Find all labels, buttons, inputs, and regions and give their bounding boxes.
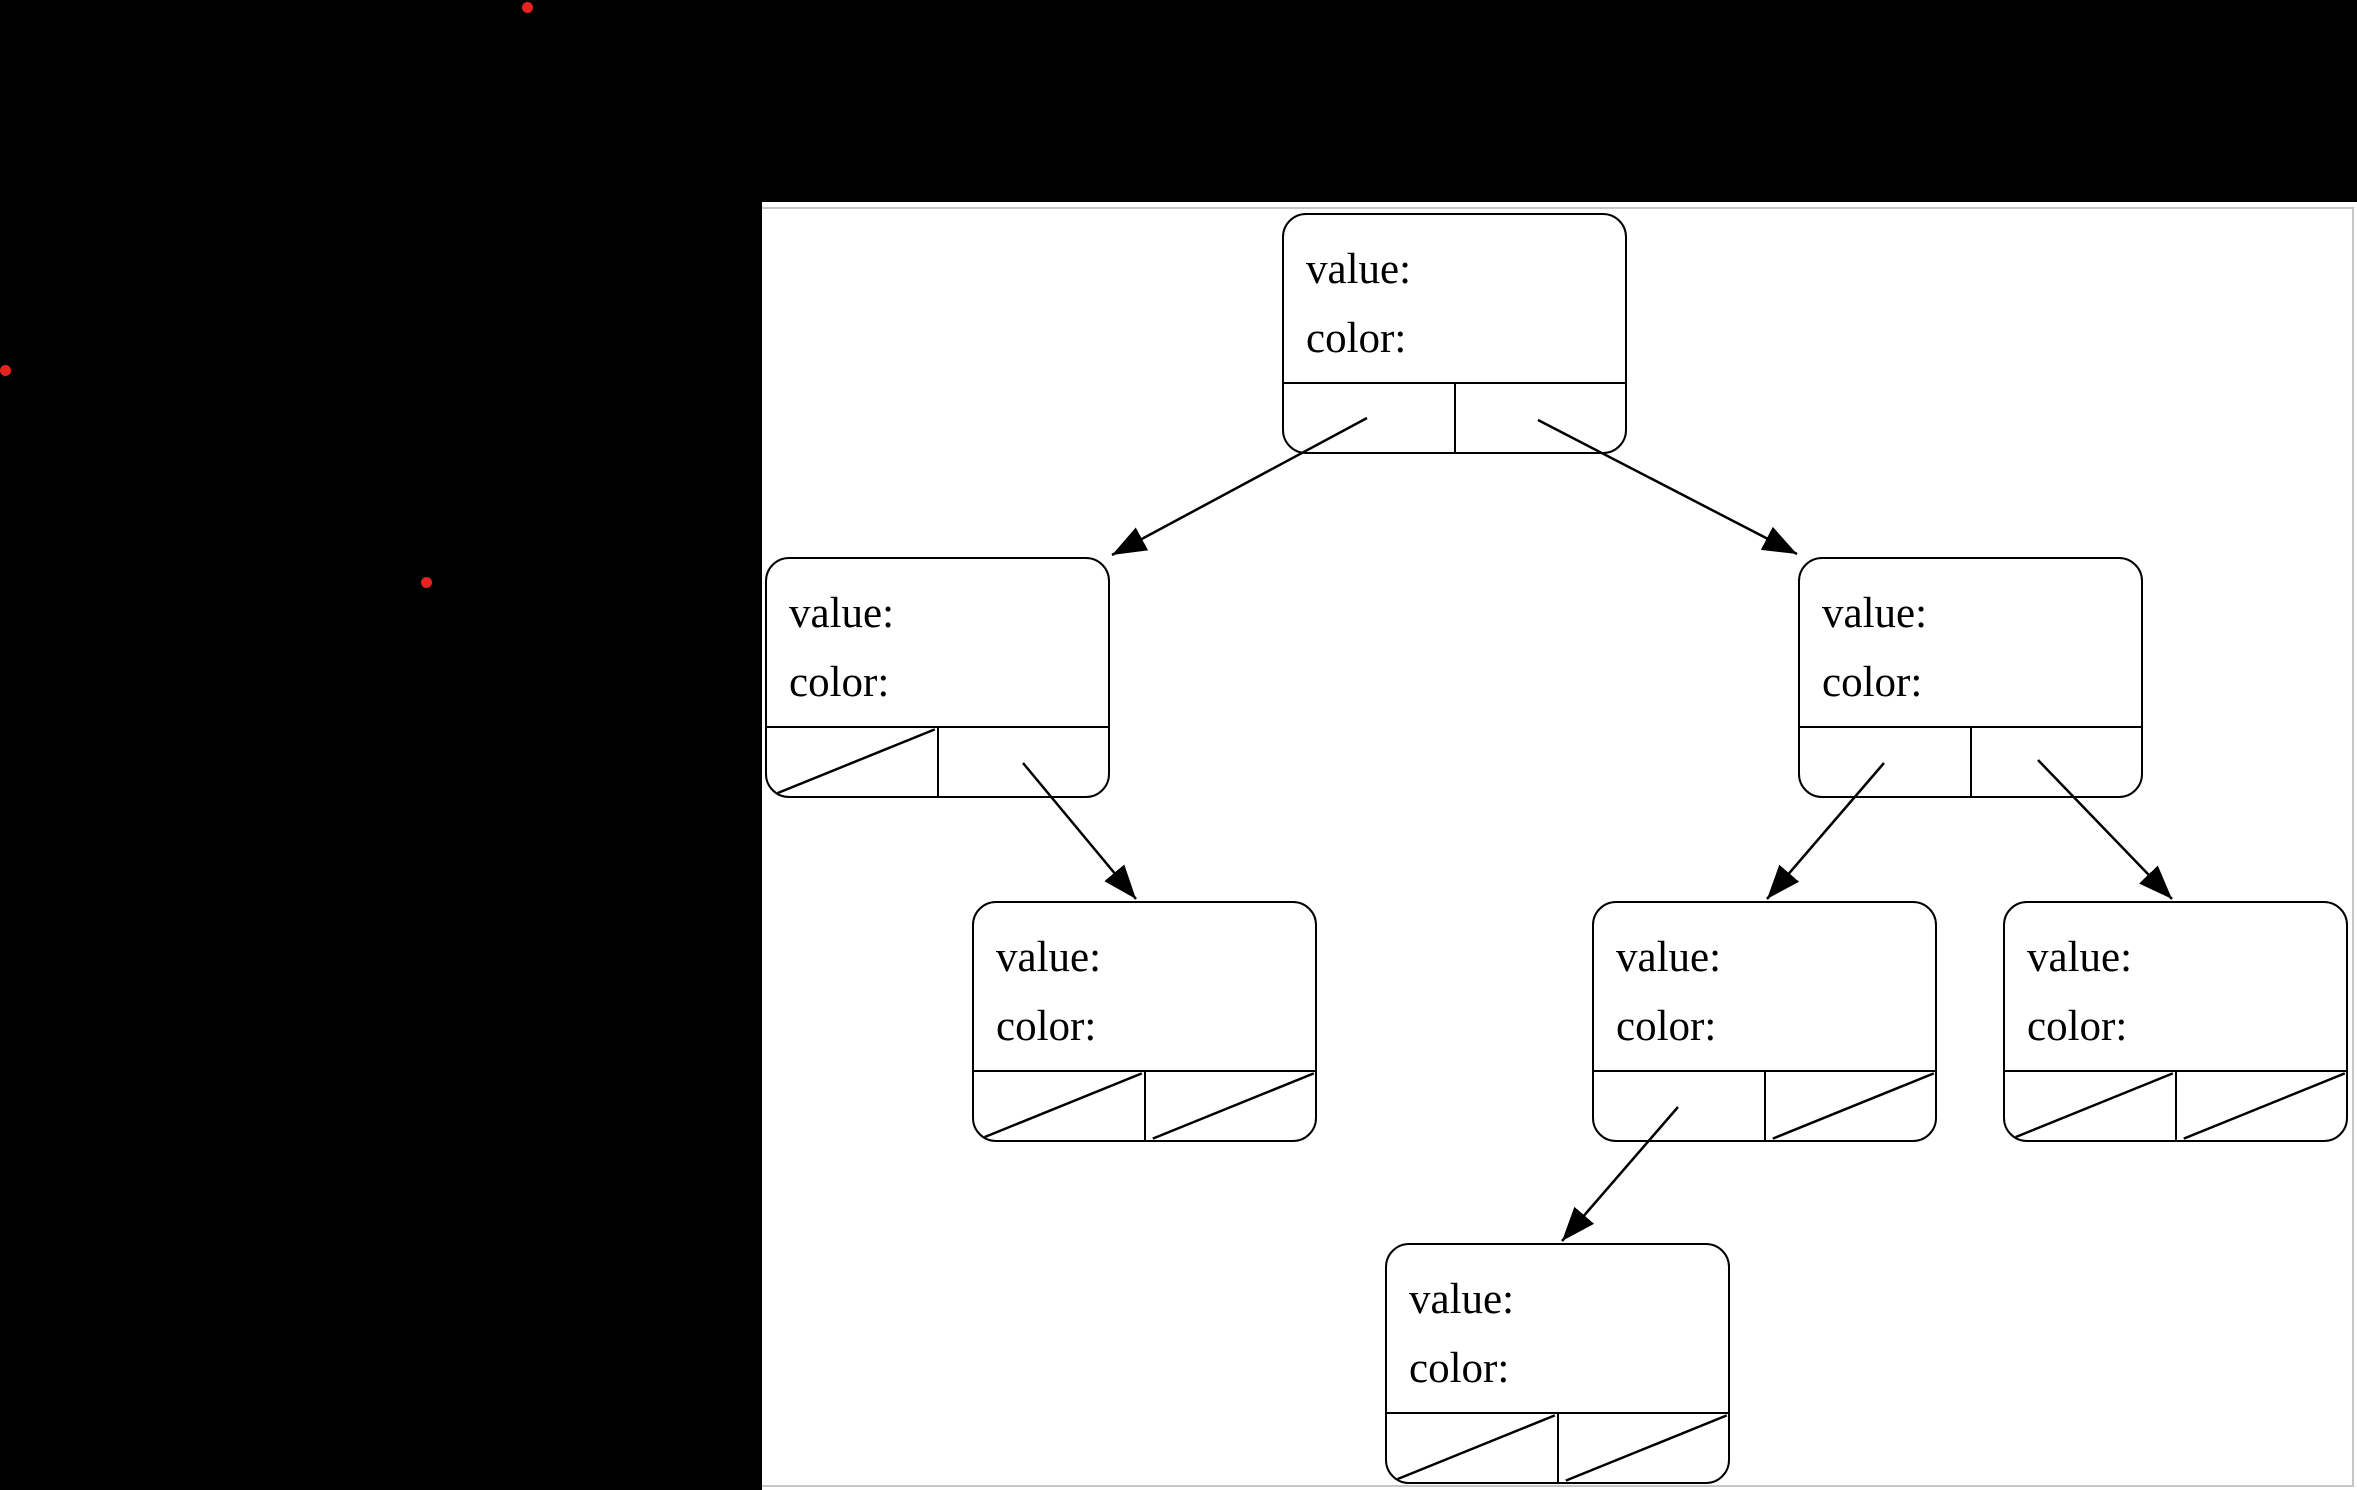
color-field-label: color: <box>1616 1003 1717 1050</box>
null-pointer-slash <box>1387 1414 1557 1482</box>
color-field-label: color: <box>1409 1345 1510 1392</box>
left-child-pointer-cell <box>1594 1072 1764 1140</box>
node-fields: value: color: <box>1387 1245 1728 1412</box>
tree-node-root-left-right: value: color: <box>972 901 1317 1142</box>
null-pointer-slash <box>2005 1072 2175 1140</box>
tree-node-root-left: value: color: <box>765 557 1110 798</box>
right-child-pointer-cell <box>1143 1072 1316 1140</box>
red-pointer-dot <box>420 576 432 588</box>
node-fields: value: color: <box>1800 559 2141 726</box>
value-field-label: value: <box>2027 934 2133 981</box>
null-pointer-slash <box>1766 1072 1936 1140</box>
null-pointer-slash <box>2177 1072 2347 1140</box>
value-field-label: value: <box>996 934 1102 981</box>
left-child-pointer-cell <box>974 1072 1144 1140</box>
node-fields: value: color: <box>1284 215 1625 382</box>
red-pointer-dot <box>0 364 11 376</box>
right-child-pointer-cell <box>1556 1414 1729 1482</box>
color-field-label: color: <box>2027 1003 2128 1050</box>
right-child-pointer-cell <box>1453 384 1626 452</box>
value-field-label: value: <box>1616 934 1722 981</box>
null-pointer-slash <box>974 1072 1144 1140</box>
pointer-row <box>1594 1070 1935 1140</box>
right-child-pointer-cell <box>936 728 1109 796</box>
node-fields: value: color: <box>2005 903 2346 1070</box>
value-field-label: value: <box>789 590 895 637</box>
pointer-row <box>1387 1412 1728 1482</box>
page-border-top <box>762 207 2354 209</box>
color-field-label: color: <box>789 659 890 706</box>
tree-node-root-right-left-left: value: color: <box>1385 1243 1730 1484</box>
null-pointer-slash <box>1559 1414 1729 1482</box>
left-child-pointer-cell <box>1800 728 1970 796</box>
left-child-pointer-cell <box>1387 1414 1557 1482</box>
node-fields: value: color: <box>974 903 1315 1070</box>
null-pointer-slash <box>767 728 937 796</box>
color-field-label: color: <box>996 1003 1097 1050</box>
right-child-pointer-cell <box>1969 728 2142 796</box>
right-child-pointer-cell <box>1763 1072 1936 1140</box>
null-pointer-slash <box>1146 1072 1316 1140</box>
page-border-right <box>2352 207 2354 1487</box>
red-pointer-dot <box>521 1 533 13</box>
tree-node-root-right-left: value: color: <box>1592 901 1937 1142</box>
node-fields: value: color: <box>767 559 1108 726</box>
value-field-label: value: <box>1409 1276 1515 1323</box>
value-field-label: value: <box>1306 246 1412 293</box>
page-border-bottom <box>762 1485 2354 1487</box>
left-child-pointer-cell <box>2005 1072 2175 1140</box>
color-field-label: color: <box>1306 315 1407 362</box>
pointer-row <box>1284 382 1625 452</box>
tree-node-root-right: value: color: <box>1798 557 2143 798</box>
tree-node-root-right-right: value: color: <box>2003 901 2348 1142</box>
pointer-row <box>974 1070 1315 1140</box>
color-field-label: color: <box>1822 659 1923 706</box>
right-child-pointer-cell <box>2174 1072 2347 1140</box>
left-child-pointer-cell <box>1284 384 1454 452</box>
pointer-row <box>2005 1070 2346 1140</box>
node-fields: value: color: <box>1594 903 1935 1070</box>
value-field-label: value: <box>1822 590 1928 637</box>
pointer-row <box>767 726 1108 796</box>
pointer-row <box>1800 726 2141 796</box>
tree-node-root: value: color: <box>1282 213 1627 454</box>
left-child-pointer-cell <box>767 728 937 796</box>
